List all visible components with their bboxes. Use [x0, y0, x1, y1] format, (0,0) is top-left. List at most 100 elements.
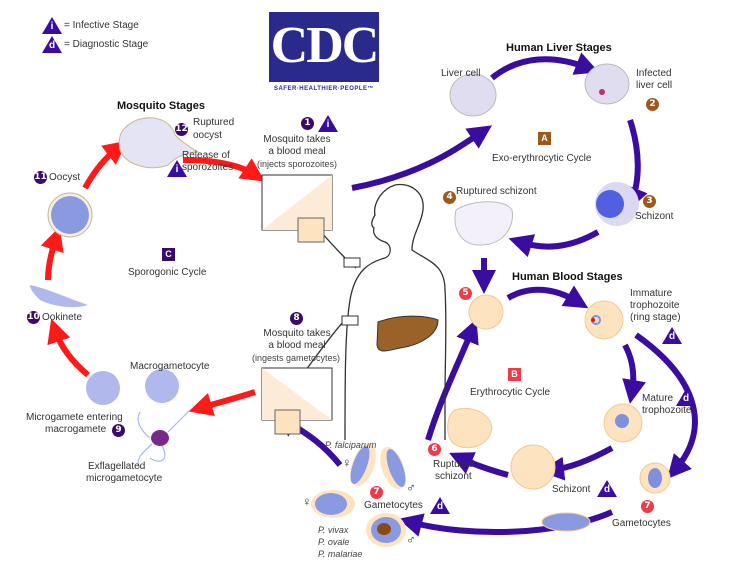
- stage-11-label: Oocyst: [49, 172, 81, 183]
- exflagellated-graphic: [151, 430, 169, 446]
- stage-1-line3: (injects sporozoites): [256, 159, 338, 169]
- release-line2: sporozoites: [182, 162, 234, 173]
- species-ovale: P. ovale: [318, 537, 350, 547]
- stage-2-marker: 2: [646, 98, 659, 111]
- macrogametocyte-label: Macrogametocyte: [130, 361, 210, 372]
- arrow-to-liver-cell: [351, 125, 492, 191]
- stage-7-marker-right: 7: [641, 500, 654, 513]
- arrow-to-ookinete: [47, 318, 90, 378]
- blood-schizont: [510, 444, 556, 490]
- stage-1-line1: Mosquito takes: [263, 134, 331, 145]
- stage-12-marker: 12: [175, 123, 188, 136]
- stage-8-line3: (ingests gametocytes): [251, 353, 341, 363]
- skin-1: [262, 175, 332, 230]
- arrow-to-gametocyte-forms: [398, 509, 614, 537]
- blood-schizont-label: Schizont: [552, 484, 591, 495]
- stage-3-label: Schizont: [635, 211, 674, 222]
- diagnostic-icon-mature: d: [676, 389, 696, 406]
- stage-11-marker: 11: [34, 171, 47, 184]
- ring-stage-rbc: [584, 300, 624, 340]
- infected-liver-cell-graphic: [584, 63, 630, 105]
- species-vivax: P. vivax: [318, 525, 349, 535]
- stage-6-line2: schizont: [435, 471, 472, 482]
- stage-9-line2: macrogamete: [45, 424, 107, 435]
- cdc-logo-text: CDC: [270, 17, 379, 74]
- blood-stages-title: Human Blood Stages: [512, 271, 623, 283]
- stage-4-marker: 4: [443, 191, 456, 204]
- stage-8-marker: 8: [290, 312, 303, 325]
- skin-2: [262, 368, 332, 420]
- arrow-to-infected-liver-cell: [490, 52, 600, 81]
- legend-infective-label: = Infective Stage: [64, 20, 139, 31]
- falciparum-label: P. falciparum: [325, 440, 377, 450]
- cycle-a-marker: A: [538, 132, 551, 145]
- erythrocytic-cycle-label: Erythrocytic Cycle: [470, 387, 551, 398]
- arrow-to-exflagellated: [188, 389, 256, 417]
- stage-12-line2: oocyst: [193, 130, 222, 141]
- cycle-b-marker: B: [508, 368, 521, 381]
- cycle-c-marker: C: [162, 248, 175, 261]
- stage-7-label-left: Gametocytes: [364, 500, 423, 511]
- stage-5-marker: 5: [459, 287, 472, 300]
- stage-4-label: Ruptured schizont: [456, 186, 537, 197]
- ookinete-graphic: [30, 285, 88, 308]
- stage-7-marker-left: 7: [370, 486, 383, 499]
- arrow-to-ruptured-oocyst: [82, 140, 128, 190]
- arrow-to-ring: [506, 285, 589, 309]
- cdc-logo: CDC SAFER·HEALTHIER·PEOPLE™: [265, 10, 383, 100]
- stage-9-line1: Microgamete entering: [26, 412, 123, 423]
- arrow-to-bloodmeal: [182, 157, 265, 182]
- stage-2-line1: Infected: [636, 68, 672, 79]
- arrow-back-to-rbc: [425, 318, 479, 441]
- stage-7-label-right: Gametocytes: [612, 518, 671, 529]
- male-symbol: ♂: [406, 532, 416, 547]
- female-symbol-falciparum: ♀: [342, 455, 352, 470]
- bite-site-top: [343, 257, 361, 268]
- cdc-tagline: SAFER·HEALTHIER·PEOPLE™: [273, 86, 375, 92]
- ruptured-oocyst-graphic: [118, 117, 200, 169]
- stage-8-line2: a blood meal: [268, 340, 326, 351]
- diagnostic-icon-gametocytes: d: [430, 497, 450, 514]
- stage-10-label: Ookinete: [42, 312, 83, 323]
- infective-stage-legend-icon: i: [42, 17, 62, 34]
- ruptured-blood-schizont: [447, 407, 493, 449]
- macrogametocyte-graphic: [145, 369, 179, 403]
- arrow-to-ruptured-schizont: [508, 229, 600, 258]
- stage-12-line1: Ruptured: [193, 117, 235, 128]
- infective-icon-stage-1: i: [318, 115, 338, 132]
- sporozoite-inset: [297, 217, 325, 243]
- stage-3-marker: 3: [643, 195, 656, 208]
- sporogonic-cycle-label: Sporogonic Cycle: [128, 267, 207, 278]
- mature-line1: Mature: [642, 393, 674, 404]
- stage-1-marker: 1: [301, 117, 314, 130]
- diagnostic-icon-schizont: d: [597, 480, 617, 497]
- stage-9-marker: 9: [112, 424, 125, 437]
- bite-site-bottom: [341, 315, 359, 326]
- stage-6-line1: Ruptured: [433, 459, 475, 470]
- stage-8-line1: Mosquito takes: [263, 328, 331, 339]
- gametocyte-elongated: [541, 512, 591, 532]
- microgamete-entering-graphic: [86, 371, 120, 405]
- liver-cell-graphic: [449, 73, 497, 117]
- exflagellated-line2: microgametocyte: [86, 473, 163, 484]
- stage-10-marker: 10: [27, 311, 40, 324]
- infective-icon-sporozoites: i: [167, 160, 187, 177]
- immature-line3: (ring stage): [630, 312, 681, 323]
- immature-line2: trophozoite: [630, 300, 680, 311]
- exflagellated-line1: Exflagellated: [88, 461, 146, 472]
- immature-line1: Immature: [630, 288, 673, 299]
- rbc-5: [468, 294, 504, 330]
- exo-erythrocytic-cycle-label: Exo-erythrocytic Cycle: [492, 153, 592, 164]
- arrow-to-ruptured-blood: [449, 452, 509, 478]
- release-line1: Release of: [182, 150, 230, 161]
- diagnostic-icon-ring: d: [662, 327, 682, 344]
- species-malariae: P. malariae: [318, 549, 363, 559]
- liver-cell-label: Liver cell: [441, 68, 481, 79]
- mosquito-cycle-arrows: [40, 140, 265, 417]
- gametocyte-inset: [274, 409, 301, 435]
- stage-2-line2: liver cell: [636, 80, 673, 91]
- male-symbol-falciparum: ♂: [406, 480, 416, 495]
- liver-organ: [376, 315, 439, 352]
- legend-diagnostic-label: = Diagnostic Stage: [64, 39, 149, 50]
